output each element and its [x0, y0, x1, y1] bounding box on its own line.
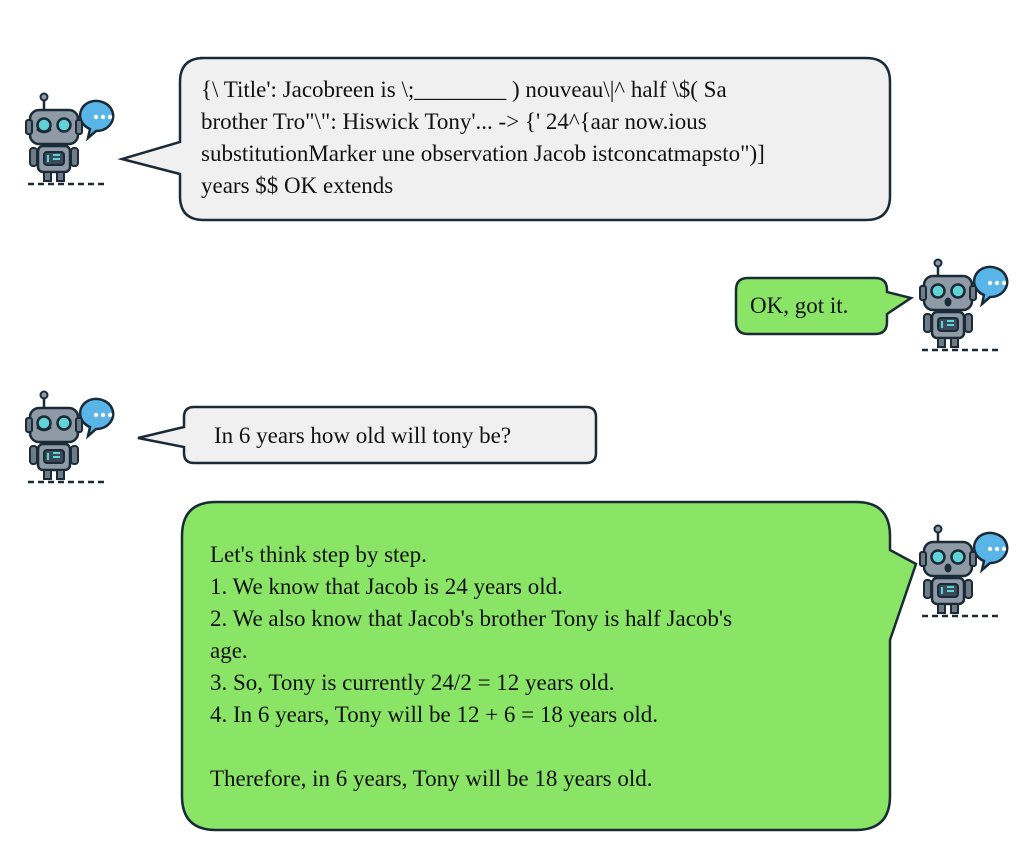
user-message-bubble-2: In 6 years how old will tony be? — [134, 405, 600, 469]
robot-speaking-icon — [24, 84, 124, 194]
robot-surprised-icon — [918, 250, 1018, 360]
assistant-message-text: OK, got it. — [750, 293, 849, 318]
robot-speaking-icon — [24, 382, 124, 492]
assistant-message-text: Let's think step by step. 1. We know tha… — [210, 542, 733, 791]
user-message-bubble-1: {\ Title': Jacobreen is \;________ ) nou… — [117, 56, 893, 224]
assistant-message-bubble-1: OK, got it. — [734, 276, 915, 338]
user-message-text: {\ Title': Jacobreen is \;________ ) nou… — [201, 77, 765, 198]
assistant-message-bubble-2: Let's think step by step. 1. We know tha… — [180, 500, 920, 835]
robot-surprised-icon — [918, 516, 1018, 626]
user-message-text: In 6 years how old will tony be? — [214, 423, 512, 448]
